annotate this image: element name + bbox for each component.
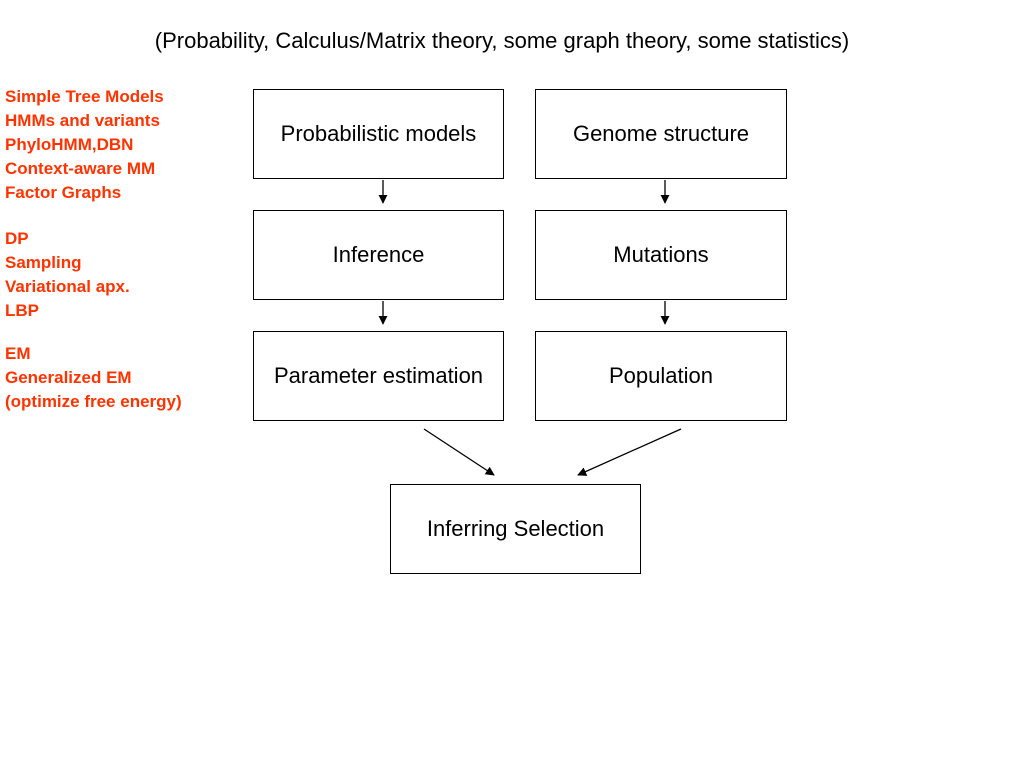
parameter-estimation-box: Parameter estimation	[253, 331, 504, 421]
model-list-item: PhyloHMM,DBN	[5, 135, 134, 154]
estimation-method-item: (optimize free energy)	[5, 392, 182, 411]
model-list-item: HMMs and variants	[5, 111, 160, 130]
inference-method-item: LBP	[5, 301, 39, 320]
inference-method-item: Variational apx.	[5, 277, 130, 296]
population-box: Population	[535, 331, 787, 421]
estimation-method-item: EM	[5, 344, 31, 363]
inference-method-list: DP Sampling Variational apx. LBP	[5, 227, 130, 323]
page-title: (Probability, Calculus/Matrix theory, so…	[154, 28, 850, 53]
model-list: Simple Tree Models HMMs and variants Phy…	[5, 85, 164, 205]
inference-method-item: Sampling	[5, 253, 82, 272]
model-list-item: Context-aware MM	[5, 159, 156, 178]
model-list-item: Simple Tree Models	[5, 87, 164, 106]
estimation-method-item: Generalized EM	[5, 368, 132, 387]
estimation-method-list: EM Generalized EM (optimize free energy)	[5, 342, 182, 414]
probabilistic-models-box: Probabilistic models	[253, 89, 504, 179]
mutations-box: Mutations	[535, 210, 787, 300]
inference-method-item: DP	[5, 229, 29, 248]
model-list-item: Factor Graphs	[5, 183, 122, 202]
inferring-selection-box: Inferring Selection	[390, 484, 641, 574]
genome-structure-box: Genome structure	[535, 89, 787, 179]
inference-box: Inference	[253, 210, 504, 300]
arrow-population-to-selection	[577, 428, 682, 476]
arrow-estimation-to-selection	[423, 428, 495, 476]
